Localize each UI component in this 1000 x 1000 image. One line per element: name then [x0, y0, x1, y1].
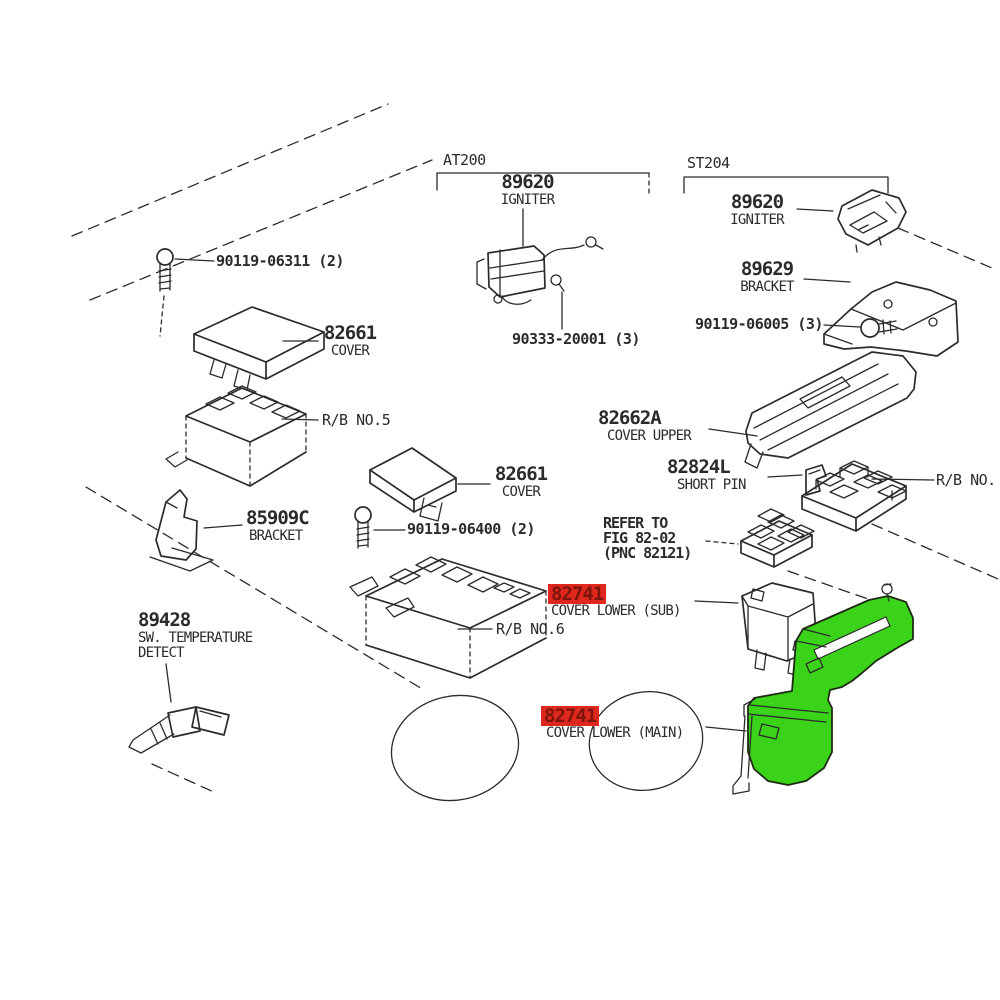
- part-number: 89620: [730, 191, 784, 213]
- relay-block-6-drawing: [349, 556, 547, 679]
- part-number: 90119-06311 (2): [216, 252, 344, 270]
- wheel-arch-left: [390, 694, 520, 802]
- car-body-outline: [71, 103, 999, 802]
- part-number: 82824L: [667, 456, 731, 478]
- label-screw-90333: 90333-20001 (3): [512, 330, 640, 348]
- part-name: COVER LOWER (MAIN): [546, 725, 684, 741]
- part-name: R/B NO.5: [322, 411, 391, 429]
- relay-block-right-drawing: [801, 460, 935, 532]
- part-number-chip-82741-main[interactable]: 82741: [541, 706, 600, 726]
- refer-note-line1: REFER TO: [603, 514, 668, 532]
- part-name: COVER: [330, 342, 370, 359]
- label-bolt-90119-06005: 90119-06005 (3): [695, 315, 823, 333]
- part-name: BRACKET: [740, 278, 794, 295]
- label-switch-temp-89428: 89428 SW. TEMPERATURE DETECT: [138, 609, 253, 661]
- label-relay-block-5: R/B NO.5: [322, 411, 391, 429]
- igniter-at200-drawing: [476, 208, 604, 330]
- igniter-st204-drawing: [796, 189, 907, 253]
- part-name: COVER UPPER: [607, 427, 692, 444]
- part-name: BRACKET: [249, 527, 303, 544]
- label-bracket-89629: 89629 BRACKET: [726, 258, 808, 295]
- part-name: R/B NO.6: [496, 620, 565, 638]
- part-name: IGNITER: [730, 211, 784, 228]
- group-tag-at200-text: AT200: [443, 151, 486, 169]
- label-short-pin-82824l: 82824L SHORT PIN: [667, 456, 746, 493]
- relay-block-5-drawing: [165, 385, 319, 487]
- part-name-line2: DETECT: [138, 644, 185, 661]
- cover-82661-a-drawing: [193, 306, 325, 391]
- part-name: COVER LOWER (SUB): [551, 603, 682, 619]
- part-number: 89629: [740, 258, 794, 280]
- part-name: SHORT PIN: [677, 476, 746, 493]
- label-relay-block-right: R/B NO.: [936, 471, 996, 489]
- bracket-st204-drawing: [803, 278, 959, 357]
- label-cover-lower-main: 82741 COVER LOWER (MAIN): [541, 706, 684, 741]
- part-name: IGNITER: [500, 191, 555, 208]
- label-bracket-85909c: 85909C BRACKET: [246, 507, 310, 544]
- label-bolt-90119-06311: 90119-06311 (2): [216, 252, 344, 270]
- part-name-line1: SW. TEMPERATURE: [138, 629, 253, 646]
- part-number: 90119-06400 (2): [407, 520, 535, 538]
- bolt-90119-06400-drawing: [354, 506, 406, 549]
- label-refer-note: REFER TO FIG 82-02 (PNC 82121): [603, 514, 692, 562]
- label-igniter-st204: 89620 IGNITER: [718, 191, 796, 228]
- st204-group-bracket-line: [683, 176, 889, 194]
- label-cover-82661-b: 82661 COVER: [481, 463, 561, 500]
- cover-lower-main-drawing-highlighted: [705, 583, 914, 795]
- refer-note-line2: FIG 82-02: [603, 529, 676, 547]
- part-number: 82662A: [598, 407, 662, 429]
- part-number-chip-82741-sub[interactable]: 82741: [548, 584, 607, 604]
- part-number: 90333-20001 (3): [512, 330, 640, 348]
- part-number: 90119-06005 (3): [695, 315, 823, 333]
- label-cover-lower-sub: 82741 COVER LOWER (SUB): [548, 584, 682, 619]
- part-name: R/B NO.: [936, 471, 996, 489]
- group-tag-st204-text: ST204: [687, 154, 730, 172]
- part-number: 82661: [323, 322, 377, 344]
- bolt-90119-06005-drawing: [823, 318, 898, 338]
- switch-temp-89428-drawing: [128, 663, 230, 754]
- bracket-85909c-drawing: [149, 489, 243, 572]
- cover-upper-82662a-drawing: [708, 351, 917, 469]
- label-relay-block-6: R/B NO.6: [496, 620, 565, 638]
- group-tag-st204: ST204: [687, 154, 730, 172]
- part-number: 82661: [494, 463, 548, 485]
- cover-82661-b-drawing: [369, 447, 491, 522]
- relay-cluster-refer-drawing: [705, 508, 815, 568]
- part-number: 89428: [138, 609, 191, 631]
- label-cover-82661-a: 82661 COVER: [310, 322, 390, 359]
- label-igniter-at200: 89620 IGNITER: [490, 171, 565, 208]
- bolt-90119-06311-drawing: [156, 248, 215, 337]
- at200-group-bracket-line: [436, 172, 650, 197]
- label-bolt-90119-06400: 90119-06400 (2): [407, 520, 535, 538]
- wheel-arch-right: [588, 690, 704, 792]
- refer-note-line3: (PNC 82121): [603, 544, 692, 562]
- part-name: COVER: [501, 483, 541, 500]
- group-tag-at200: AT200: [443, 151, 486, 169]
- part-number: 85909C: [246, 507, 310, 529]
- part-number: 89620: [501, 171, 554, 193]
- label-cover-upper-82662a: 82662A COVER UPPER: [598, 407, 692, 444]
